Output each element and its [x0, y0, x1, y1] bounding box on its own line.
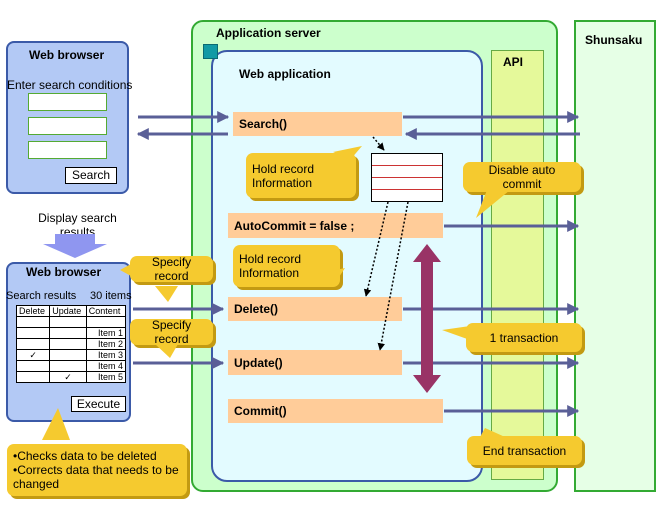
web-browser-results-title: Web browser [26, 265, 102, 279]
step-commit: Commit() [228, 399, 443, 423]
search-condition-field-1[interactable] [28, 93, 107, 111]
table-row: Item 2 [15, 338, 127, 350]
spacer-cell [49, 316, 87, 328]
shunsaku-title: Shunsaku [585, 33, 643, 47]
spacer-cell [85, 316, 127, 328]
table-row: Item 1 [15, 327, 127, 339]
web-browser-search-title: Web browser [29, 48, 105, 62]
content-cell: Item 2 [85, 338, 127, 350]
callout-bullet: •Corrects data that needs to be changed [13, 463, 179, 491]
callout-specify-record-1: Specify record [130, 255, 213, 283]
step-update: Update() [228, 350, 402, 375]
callout-hold-record-1: Hold record Information [246, 153, 356, 198]
search-results-count: 30 items [90, 290, 132, 302]
content-cell: Item 1 [85, 327, 127, 339]
spacer-cell [15, 316, 51, 328]
update-checkbox[interactable] [49, 360, 87, 372]
callout-browser-checks: •Checks data to be deleted •Corrects dat… [7, 444, 187, 496]
search-results-label: Search results [6, 290, 77, 302]
search-condition-field-2[interactable] [28, 117, 107, 135]
callout-hold-record-2: Hold record Information [233, 245, 340, 287]
api-title: API [503, 55, 524, 69]
delete-checkbox[interactable] [15, 360, 51, 372]
content-cell: Item 4 [85, 360, 127, 372]
api-box [491, 50, 544, 480]
callout-disable-auto-commit: Disable auto commit [463, 162, 581, 192]
table-row: ✓ Item 3 [15, 349, 127, 361]
record-line [372, 189, 442, 190]
delete-checkbox[interactable] [15, 327, 51, 339]
column-header-delete: Delete [15, 305, 51, 317]
delete-checkbox[interactable] [15, 371, 51, 383]
callout-one-transaction: 1 transaction [466, 323, 582, 352]
update-checkbox[interactable] [49, 338, 87, 350]
step-delete: Delete() [228, 297, 402, 321]
update-checkbox[interactable]: ✓ [49, 371, 87, 383]
callout-end-transaction: End transaction [467, 436, 582, 465]
step-autocommit: AutoCommit = false ; [228, 213, 443, 238]
step-search: Search() [233, 112, 402, 136]
column-header-update: Update [49, 305, 87, 317]
results-table-header: Delete Update Content [15, 305, 127, 317]
column-header-content: Content [85, 305, 127, 317]
update-checkbox[interactable] [49, 327, 87, 339]
search-button[interactable]: Search [65, 167, 117, 184]
web-application-title: Web application [239, 67, 331, 81]
table-row: ✓ Item 5 [15, 371, 127, 383]
delete-checkbox[interactable]: ✓ [15, 349, 51, 361]
results-table: Delete Update Content Item 1 Item 2 ✓ It… [15, 305, 127, 383]
record-line [372, 177, 442, 178]
table-row: Item 4 [15, 360, 127, 372]
content-cell: Item 5 [85, 371, 127, 383]
execute-button[interactable]: Execute [71, 396, 126, 412]
delete-checkbox[interactable] [15, 338, 51, 350]
shunsaku-box [574, 20, 656, 492]
web-application-icon [203, 44, 218, 59]
callout-tail [155, 344, 178, 358]
callout-tail [155, 286, 178, 302]
record-line [372, 165, 442, 166]
search-condition-field-3[interactable] [28, 141, 107, 159]
application-server-title: Application server [216, 26, 321, 40]
content-cell: Item 3 [85, 349, 127, 361]
callout-specify-record-2: Specify record [130, 318, 213, 346]
display-search-results-label: Display search results [38, 211, 117, 239]
record-store [371, 153, 443, 202]
callout-bullet: •Checks data to be deleted [13, 449, 157, 463]
search-conditions-label: Enter search conditions [7, 78, 133, 92]
update-checkbox[interactable] [49, 349, 87, 361]
